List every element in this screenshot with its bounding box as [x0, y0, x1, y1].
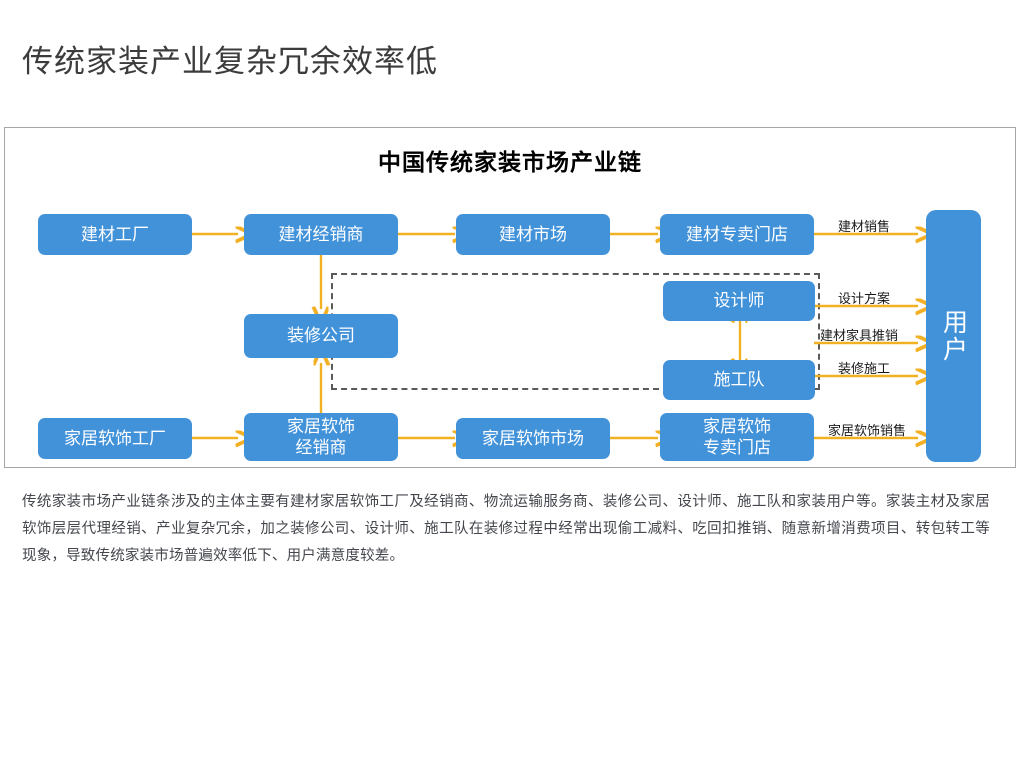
node-home-furnishing-store-line2: 专卖门店	[703, 438, 771, 457]
flow-label-material-sales: 建材销售	[838, 219, 891, 234]
node-building-material-dealer[interactable]: 建材经销商	[244, 214, 398, 255]
node-user[interactable]: 用户	[926, 210, 981, 462]
node-home-furnishing-dealer-line1: 家居软饰	[287, 417, 355, 436]
node-home-furnishing-store-line1: 家居软饰	[703, 417, 771, 436]
flow-label-home-furnishing-sales: 家居软饰销售	[828, 423, 907, 438]
node-building-material-factory[interactable]: 建材工厂	[38, 214, 192, 255]
node-building-material-market[interactable]: 建材市场	[456, 214, 610, 255]
node-home-furnishing-factory[interactable]: 家居软饰工厂	[38, 418, 192, 459]
node-designer[interactable]: 设计师	[663, 281, 815, 321]
node-decoration-company[interactable]: 装修公司	[244, 314, 398, 358]
flow-label-design-plan: 设计方案	[838, 291, 891, 306]
flow-label-material-furniture-promotion: 建材家具推销	[820, 328, 899, 343]
node-home-furnishing-dealer[interactable]: 家居软饰 经销商	[244, 413, 398, 461]
node-user-label: 用户	[939, 309, 968, 363]
node-home-furnishing-store[interactable]: 家居软饰 专卖门店	[660, 413, 814, 461]
node-building-material-store[interactable]: 建材专卖门店	[660, 214, 814, 255]
node-home-furnishing-market[interactable]: 家居软饰市场	[456, 418, 610, 459]
page-title: 传统家装产业复杂冗余效率低	[22, 44, 438, 79]
diagram-panel: 中国传统家装市场产业链	[4, 127, 1016, 468]
node-home-furnishing-dealer-line2: 经销商	[295, 438, 347, 457]
diagram-title: 中国传统家装市场产业链	[378, 149, 642, 175]
body-paragraph: 传统家装市场产业链条涉及的主体主要有建材家居软饰工厂及经销商、物流运输服务商、装…	[22, 494, 990, 564]
node-construction-team[interactable]: 施工队	[663, 360, 815, 400]
flow-label-decoration-construction: 装修施工	[838, 361, 891, 376]
